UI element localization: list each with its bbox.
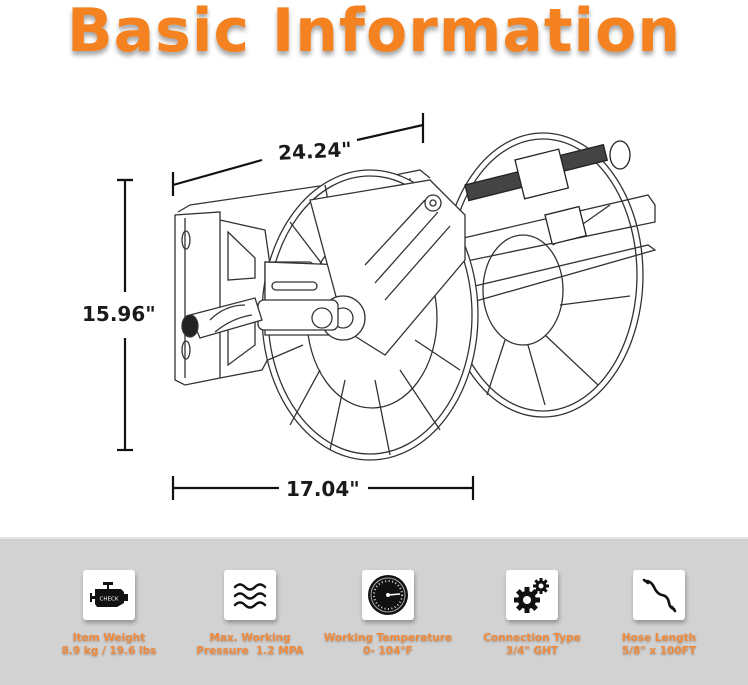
- hose-reel-drawing: [117, 113, 657, 500]
- spec-item-weight: CHECK Item Weight 8.9 kg / 19.6 lbs: [34, 570, 184, 658]
- spec-value: 3/4" GHT: [505, 645, 559, 657]
- spec-title: Max. Working: [209, 632, 291, 644]
- spec-value: Pressure 1.2 MPA: [196, 645, 304, 657]
- engine-check-icon: CHECK: [90, 582, 128, 607]
- page-title: Basic Information: [66, 0, 682, 66]
- crank-arm: [257, 179, 466, 356]
- spec-title: Working Temperature: [323, 632, 453, 644]
- water-waves-icon: [233, 583, 267, 609]
- dimension-depth: 24.24": [277, 137, 353, 165]
- gears-icon: [514, 578, 549, 613]
- spec-tile: [362, 570, 414, 620]
- spec-tile: [633, 570, 685, 620]
- handle: [181, 297, 263, 339]
- spec-tile: [506, 570, 558, 620]
- dimension-width: 17.04": [286, 477, 360, 501]
- spec-band: CHECK Item Weight 8.9 kg / 19.6 lbs Max.…: [0, 537, 748, 685]
- spec-value: 0- 104°F: [363, 645, 413, 657]
- spec-hose-length: Hose Length 5/8" x 100FT: [584, 570, 734, 658]
- spec-connection-type: Connection Type 3/4" GHT: [457, 570, 607, 658]
- gauge-icon: [368, 575, 408, 615]
- svg-text:CHECK: CHECK: [100, 597, 119, 603]
- dimension-lines: [117, 113, 475, 500]
- spec-tile: [224, 570, 276, 620]
- dimension-height: 15.96": [82, 302, 156, 326]
- spring-bars: [464, 140, 631, 245]
- spec-title: Item Weight: [72, 632, 146, 644]
- spec-tile: CHECK: [83, 570, 135, 620]
- hose-icon: [642, 578, 677, 613]
- spec-working-temperature: Working Temperature 0- 104°F: [313, 570, 463, 658]
- spec-title: Hose Length: [621, 632, 697, 644]
- spec-title: Connection Type: [483, 632, 581, 644]
- spec-value: 5/8" x 100FT: [621, 645, 697, 657]
- spec-label: Connection Type 3/4" GHT: [457, 632, 607, 658]
- spec-value: 8.9 kg / 19.6 lbs: [61, 645, 157, 657]
- spec-label: Item Weight 8.9 kg / 19.6 lbs: [34, 632, 184, 658]
- spec-label: Working Temperature 0- 104°F: [313, 632, 463, 658]
- spec-label: Max. Working Pressure 1.2 MPA: [175, 632, 325, 658]
- spec-label: Hose Length 5/8" x 100FT: [584, 632, 734, 658]
- spec-max-pressure: Max. Working Pressure 1.2 MPA: [175, 570, 325, 658]
